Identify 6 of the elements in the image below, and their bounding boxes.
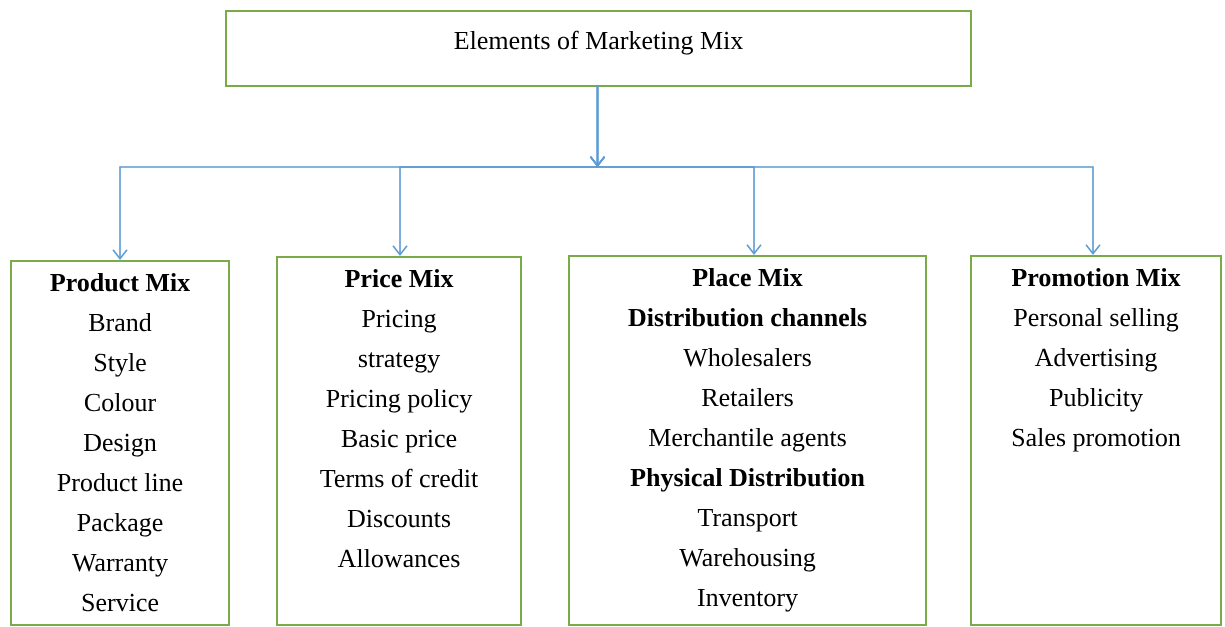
category-box: Promotion Mix Personal selling Advertising Publicity Sales promotion [970, 255, 1222, 626]
category-box: Place Mix Distribution channels Wholesalers Retailers Merchantile agents Physical Distribution Transport Warehousing Inventory [568, 255, 927, 626]
arrow [589, 84, 1101, 255]
category-box: Product Mix Brand Style Colour Design Product line Package Warranty Service [10, 260, 230, 626]
title-box: Elements of Marketing Mix [225, 10, 972, 87]
category-box: Price Mix Pricing strategy Pricing policy Basic price Terms of credit Discounts Allowances [276, 256, 522, 626]
